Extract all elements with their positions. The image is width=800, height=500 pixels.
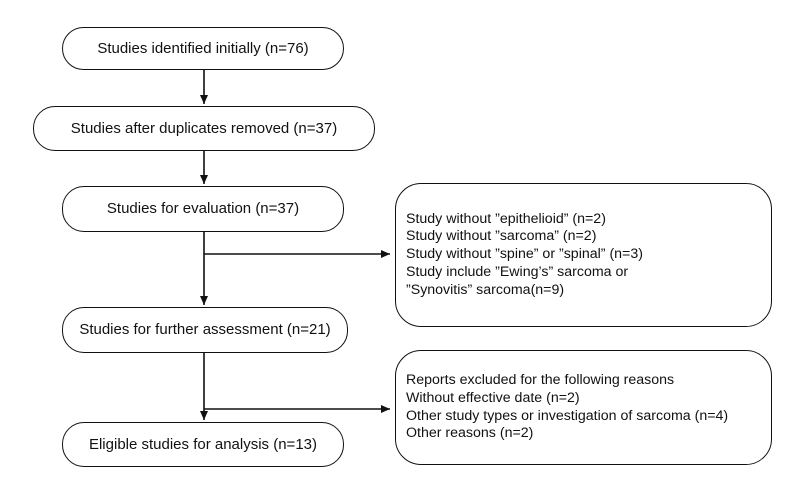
step-further-assessment-text: Studies for further assessment (n=21) bbox=[79, 321, 331, 338]
step-evaluation-box: Studies for evaluation (n=37) bbox=[62, 186, 344, 232]
step-duplicates-removed-text: Studies after duplicates removed (n=37) bbox=[70, 119, 338, 137]
step-eligible-box: Eligible studies for analysis (n=13) bbox=[62, 422, 344, 467]
step-evaluation-text: Studies for evaluation (n=37) bbox=[106, 200, 300, 217]
exclusion1-line: Study include ”Ewing’s” sarcoma or bbox=[406, 263, 629, 280]
exclusion2-line: Without effective date (n=2) bbox=[406, 389, 580, 406]
exclusion1-line: Study without ”epithelioid” (n=2) bbox=[406, 210, 606, 227]
step-duplicates-removed-box: Studies after duplicates removed (n=37) bbox=[33, 106, 375, 151]
exclusion-box-second: Reports excluded for the following reaso… bbox=[395, 350, 772, 465]
step-identified-text: Studies identified initially (n=76) bbox=[97, 39, 309, 57]
step-identified-box: Studies identified initially (n=76) bbox=[62, 27, 344, 70]
exclusion2-line: Other study types or investigation of sa… bbox=[406, 407, 729, 424]
step-further-assessment-box: Studies for further assessment (n=21) bbox=[62, 307, 348, 353]
exclusion1-line: Study without ”spine” or ”spinal” (n=3) bbox=[406, 246, 643, 263]
exclusion2-line: Reports excluded for the following reaso… bbox=[406, 372, 675, 388]
step-eligible-text: Eligible studies for analysis (n=13) bbox=[88, 435, 318, 453]
exclusion2-line: Other reasons (n=2) bbox=[406, 425, 534, 442]
exclusion1-line: Study without ”sarcoma” (n=2) bbox=[406, 228, 597, 245]
exclusion1-line: ”Synovitis” sarcoma(n=9) bbox=[406, 281, 565, 298]
exclusion-box-first: Study without ”epithelioid” (n=2) Study … bbox=[395, 183, 772, 327]
